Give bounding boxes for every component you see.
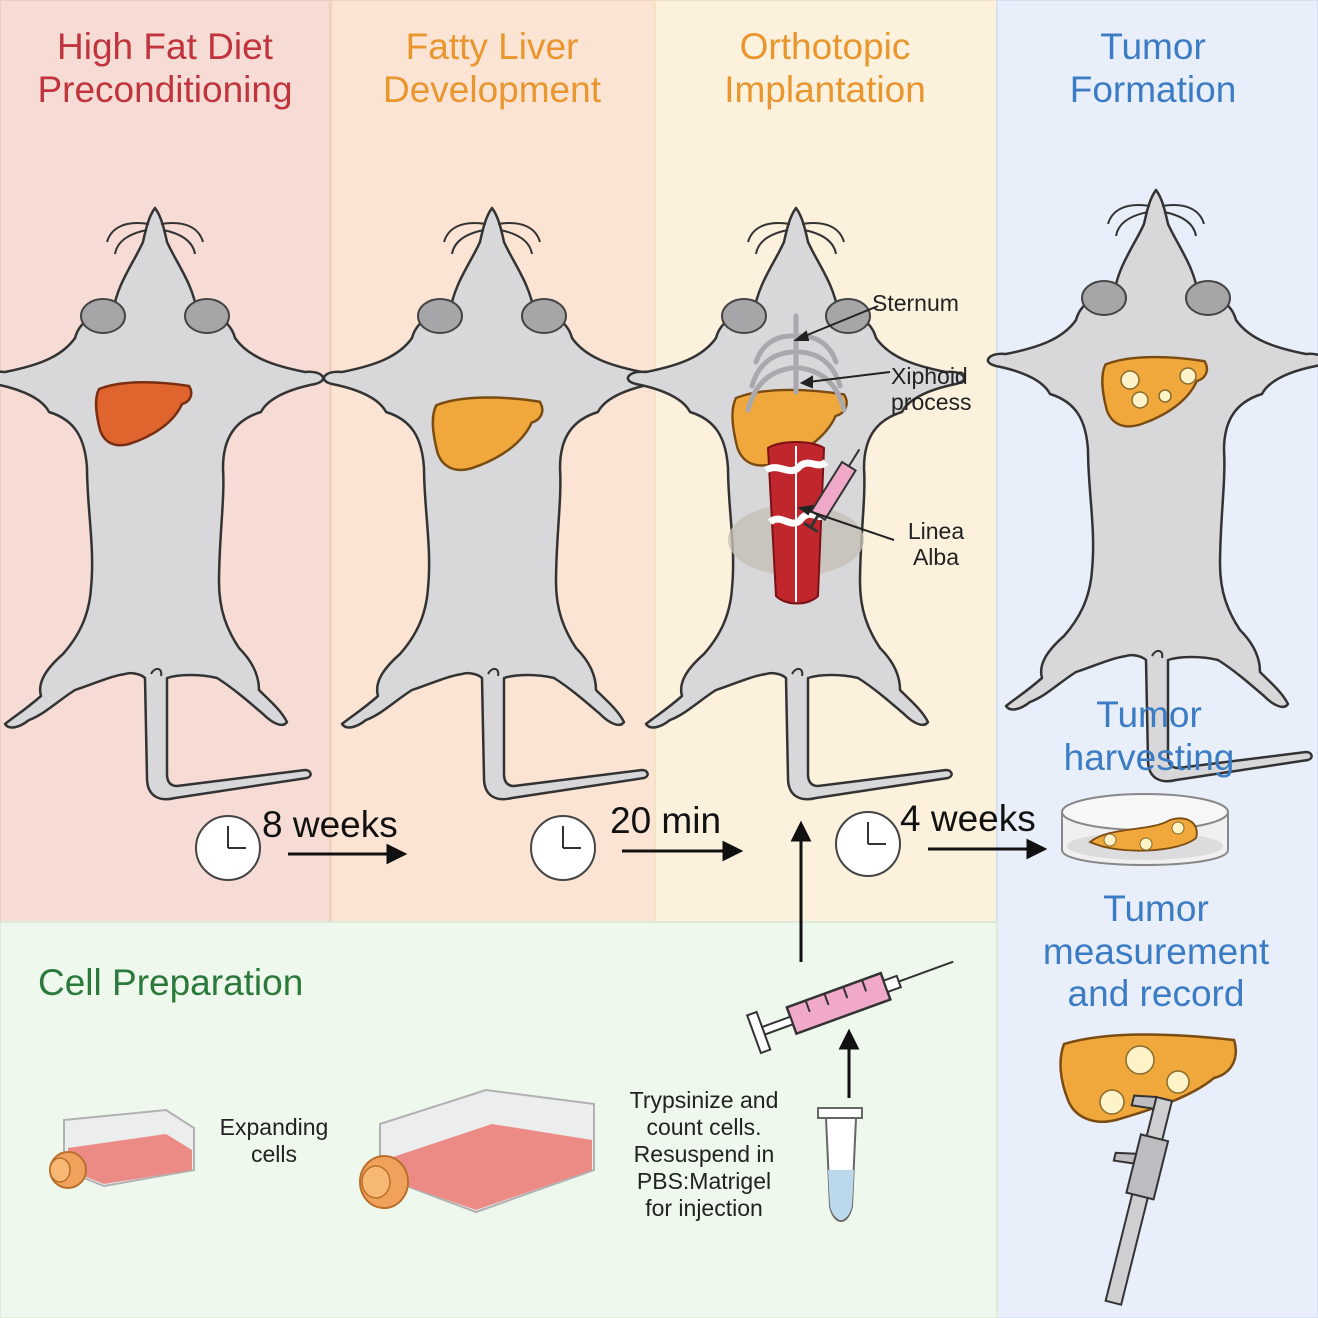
tumor-nodules [1120, 367, 1197, 409]
caliper-icon [1104, 1094, 1174, 1306]
label-line: Tumor [1096, 694, 1202, 735]
label-sternum: Sternum [872, 290, 959, 316]
label-line: Trypsinize and [629, 1087, 779, 1113]
stage-title-line: Development [382, 68, 601, 110]
label-expanding-cells: Expanding cells [206, 1114, 342, 1168]
label-trypsinize: Trypsinize and count cells. Resuspend in… [610, 1087, 798, 1222]
duration-8-weeks: 8 weeks [262, 804, 398, 845]
liver-measurement [1059, 1033, 1237, 1123]
stage-title-line: High Fat Diet [57, 26, 273, 67]
duration-4-weeks: 4 weeks [900, 798, 1036, 839]
label-line: Alba [912, 544, 960, 571]
stage-title-line: Implantation [724, 68, 926, 110]
label-line: Xiphoid [891, 363, 968, 389]
label-tumor-measurement: Tumor measurement and record [1014, 888, 1298, 1016]
label-line: count cells. [646, 1113, 762, 1140]
small-flask-icon [49, 1108, 195, 1189]
petri-dish [1061, 793, 1229, 866]
label-line: and record [1067, 973, 1245, 1015]
duration-20-min: 20 min [610, 800, 722, 841]
clock-icon [530, 815, 596, 881]
clock-icon [835, 811, 901, 877]
label-line: for injection [645, 1194, 763, 1221]
small-syringe [803, 448, 861, 533]
label-tumor-harvesting: Tumor harvesting [1038, 694, 1260, 779]
stage-title-line: Tumor [1100, 26, 1206, 67]
label-line: Linea [907, 518, 965, 544]
label-line: process [891, 389, 972, 416]
stage-title-line: Orthotopic [739, 26, 911, 67]
stage-title-orthotopic: Orthotopic Implantation [655, 26, 995, 111]
cell-preparation-title: Cell Preparation [38, 962, 304, 1003]
label-line: measurement [1042, 930, 1270, 972]
clock-icon [195, 815, 261, 881]
anatomy-callout-lines [793, 305, 895, 541]
tube-icon [817, 1107, 863, 1222]
label-line: cells [250, 1140, 297, 1167]
rib-cage [745, 313, 847, 413]
stage-title-fatty-liver: Fatty Liver Development [332, 26, 652, 111]
stage-title-line: Fatty Liver [405, 26, 579, 67]
large-flask-icon [359, 1088, 595, 1214]
abdominal-muscle [764, 441, 829, 605]
stage-title-line: Formation [1069, 68, 1237, 110]
stage-title-hfd: High Fat Diet Preconditioning [0, 26, 330, 111]
label-line: Tumor [1103, 888, 1209, 929]
label-line: PBS:Matrigel [636, 1167, 772, 1194]
label-linea-alba: Linea Alba [898, 518, 974, 571]
label-xiphoid: Xiphoid process [891, 363, 972, 416]
label-line: Expanding [219, 1114, 329, 1140]
label-line: harvesting [1063, 736, 1235, 778]
stage-title-tumor-formation: Tumor Formation [998, 26, 1308, 111]
stage-title-line: Preconditioning [37, 68, 293, 110]
timeline-arrows [288, 820, 1048, 1098]
label-line: Resuspend in [633, 1140, 775, 1167]
large-syringe [745, 960, 954, 1055]
